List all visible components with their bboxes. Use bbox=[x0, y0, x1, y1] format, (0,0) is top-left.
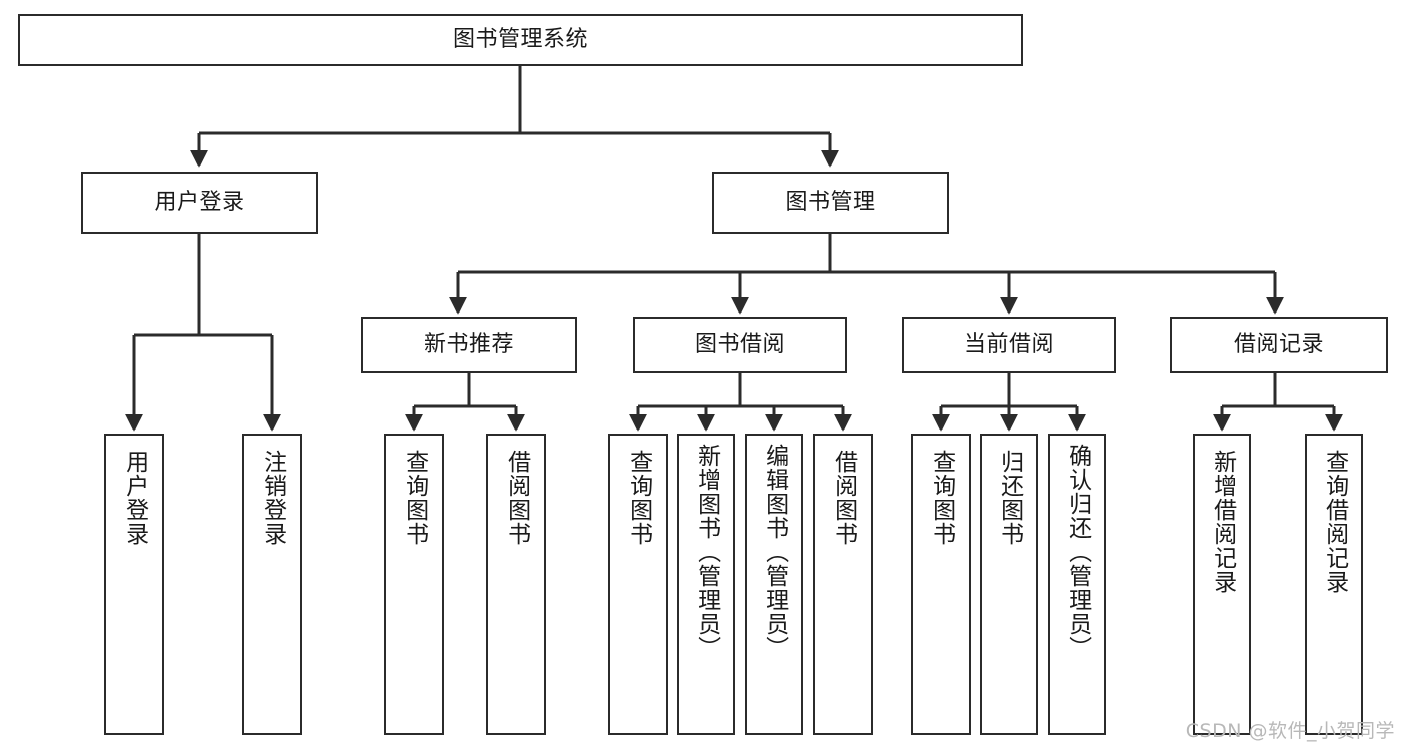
node-leaf-query-book-borrow[interactable]: 查询图书 bbox=[608, 434, 668, 735]
node-label: 归还图书 bbox=[996, 450, 1023, 546]
node-label: 借阅记录 bbox=[1233, 332, 1324, 358]
node-leaf-borrow-book-recommend[interactable]: 借阅图书 bbox=[486, 434, 546, 735]
node-label: 查询图书 bbox=[401, 450, 428, 546]
node-borrow-record[interactable]: 借阅记录 bbox=[1170, 317, 1388, 373]
node-book-borrow[interactable]: 图书借阅 bbox=[633, 317, 847, 373]
node-label: 图书借阅 bbox=[694, 332, 785, 358]
node-leaf-add-borrow-record[interactable]: 新增借阅记录 bbox=[1193, 434, 1251, 735]
node-label: 确认归还（管理员） bbox=[1064, 444, 1091, 660]
node-label: 用户登录 bbox=[154, 190, 245, 216]
node-leaf-user-login[interactable]: 用户登录 bbox=[104, 434, 164, 735]
node-leaf-query-book-current[interactable]: 查询图书 bbox=[911, 434, 971, 735]
node-user-login[interactable]: 用户登录 bbox=[81, 172, 318, 234]
node-label: 编辑图书（管理员） bbox=[761, 444, 788, 660]
node-label: 用户登录 bbox=[121, 450, 148, 546]
node-leaf-logout[interactable]: 注销登录 bbox=[242, 434, 302, 735]
node-label: 注销登录 bbox=[259, 450, 286, 546]
node-root-book-management-system[interactable]: 图书管理系统 bbox=[18, 14, 1023, 66]
node-new-book-recommend[interactable]: 新书推荐 bbox=[361, 317, 577, 373]
node-label: 借阅图书 bbox=[503, 450, 530, 546]
node-leaf-add-book-admin[interactable]: 新增图书（管理员） bbox=[677, 434, 735, 735]
node-leaf-query-borrow-record[interactable]: 查询借阅记录 bbox=[1305, 434, 1363, 735]
node-label: 图书管理 bbox=[785, 190, 876, 216]
node-label: 新书推荐 bbox=[423, 332, 514, 358]
node-leaf-return-book[interactable]: 归还图书 bbox=[980, 434, 1038, 735]
node-leaf-confirm-return-admin[interactable]: 确认归还（管理员） bbox=[1048, 434, 1106, 735]
node-label: 查询图书 bbox=[625, 450, 652, 546]
node-label: 新增借阅记录 bbox=[1209, 450, 1236, 594]
node-label: 图书管理系统 bbox=[452, 27, 588, 53]
node-book-management[interactable]: 图书管理 bbox=[712, 172, 949, 234]
node-leaf-query-book-recommend[interactable]: 查询图书 bbox=[384, 434, 444, 735]
node-leaf-borrow-book[interactable]: 借阅图书 bbox=[813, 434, 873, 735]
node-label: 查询借阅记录 bbox=[1321, 450, 1348, 594]
node-current-borrow[interactable]: 当前借阅 bbox=[902, 317, 1116, 373]
node-leaf-edit-book-admin[interactable]: 编辑图书（管理员） bbox=[745, 434, 803, 735]
node-label: 当前借阅 bbox=[963, 332, 1054, 358]
node-label: 新增图书（管理员） bbox=[693, 444, 720, 660]
node-label: 借阅图书 bbox=[830, 450, 857, 546]
node-label: 查询图书 bbox=[928, 450, 955, 546]
